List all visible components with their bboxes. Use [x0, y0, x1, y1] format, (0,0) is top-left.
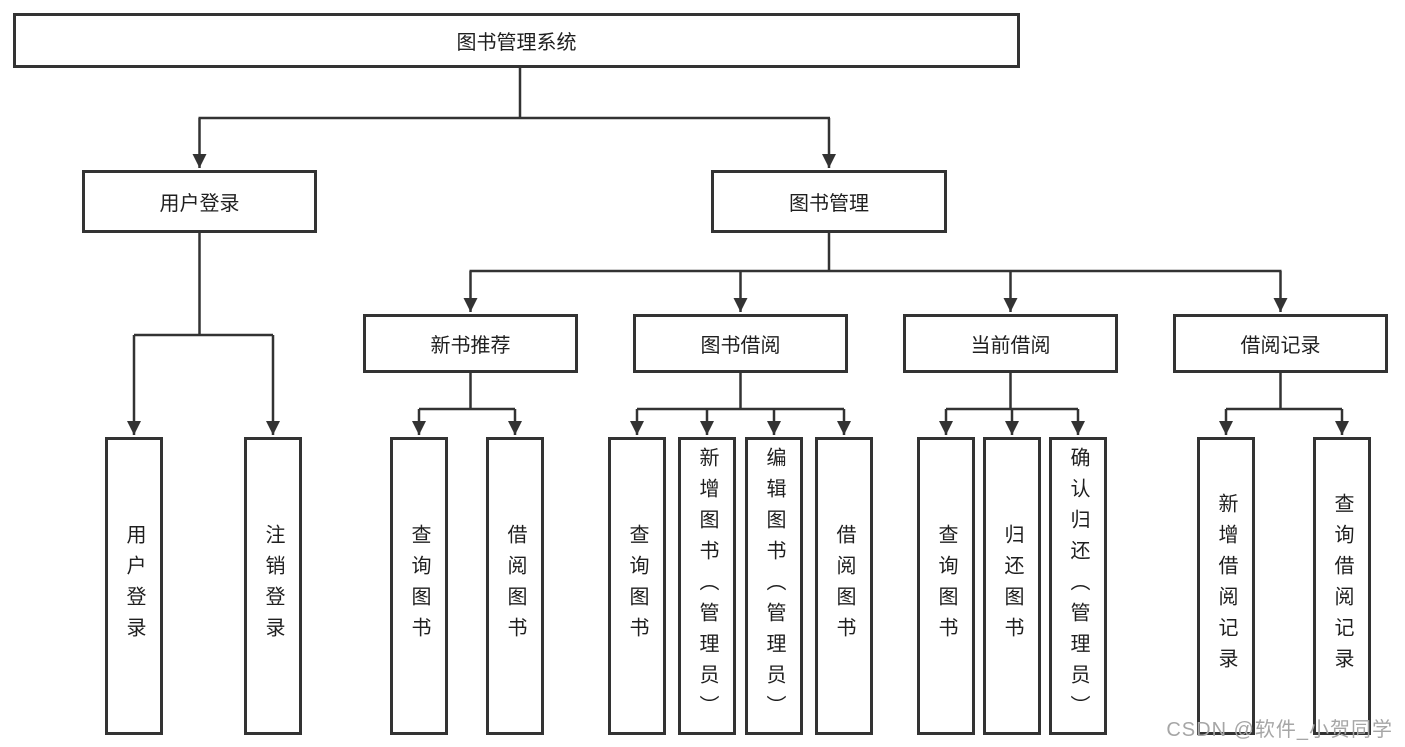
leaf-borrow-books: 借阅图书 [815, 437, 873, 735]
node-root-system: 图书管理系统 [13, 13, 1020, 68]
leaf-logout: 注销登录 [244, 437, 302, 735]
leaf-query-books-recommend: 查询图书 [390, 437, 448, 735]
node-borrow-records: 借阅记录 [1173, 314, 1388, 373]
leaf-query-books-current: 查询图书 [917, 437, 975, 735]
node-new-book-recommend: 新书推荐 [363, 314, 578, 373]
leaf-confirm-return-admin: 确认归还（管理员） [1049, 437, 1107, 735]
leaf-user-login: 用户登录 [105, 437, 163, 735]
leaf-query-books-borrow: 查询图书 [608, 437, 666, 735]
node-book-management: 图书管理 [711, 170, 947, 233]
node-current-borrow: 当前借阅 [903, 314, 1118, 373]
leaf-return-books: 归还图书 [983, 437, 1041, 735]
leaf-borrow-books-recommend: 借阅图书 [486, 437, 544, 735]
leaf-add-books-admin: 新增图书（管理员） [678, 437, 736, 735]
leaf-query-borrow-record: 查询借阅记录 [1313, 437, 1371, 735]
node-user-login: 用户登录 [82, 170, 317, 233]
node-book-borrow: 图书借阅 [633, 314, 848, 373]
leaf-add-borrow-record: 新增借阅记录 [1197, 437, 1255, 735]
leaf-edit-books-admin: 编辑图书（管理员） [745, 437, 803, 735]
